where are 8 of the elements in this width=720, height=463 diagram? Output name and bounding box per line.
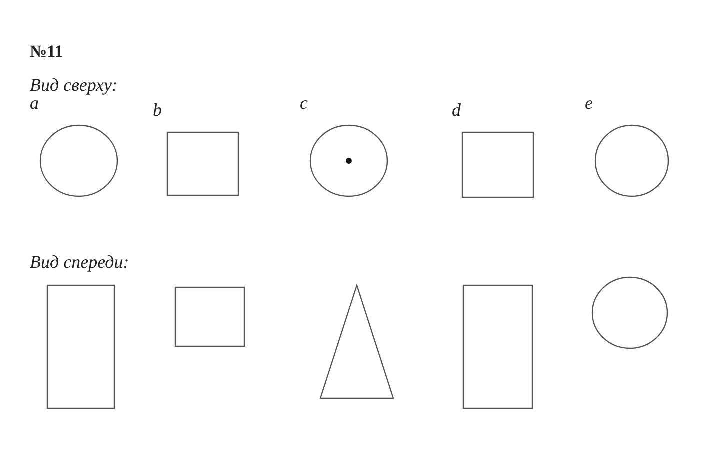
- shape-letter: b: [153, 100, 162, 121]
- problem-number: №11: [30, 42, 64, 62]
- shape-letter: a: [30, 93, 39, 114]
- shape-letter: d: [452, 100, 461, 121]
- view-heading: Вид спереди:: [30, 252, 130, 273]
- shape-letter: c: [300, 93, 308, 114]
- shape-letter: e: [585, 93, 593, 114]
- view-heading: Вид сверху:: [30, 75, 118, 96]
